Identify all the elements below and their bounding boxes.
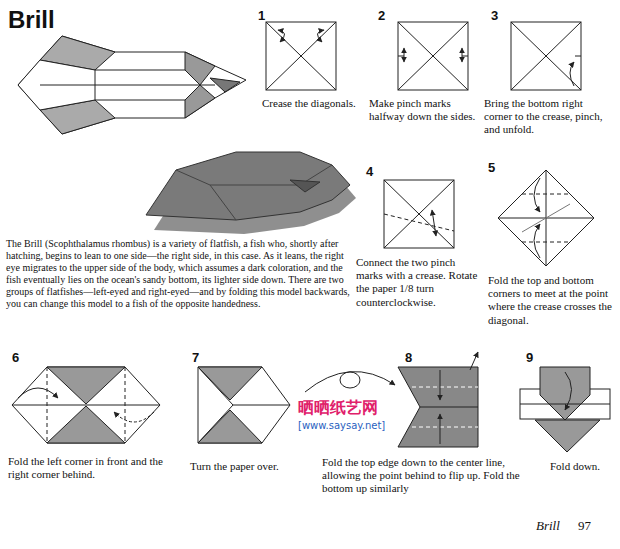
step-4-figure (384, 180, 454, 248)
page-title: Brill (8, 6, 55, 35)
step-3-figure (511, 22, 581, 90)
step-number: 2 (378, 8, 385, 24)
step-number: 5 (488, 160, 495, 176)
step-caption: Fold the top edge down to the center lin… (322, 456, 546, 496)
step-caption: Turn the paper over. (190, 460, 302, 473)
step-number: 3 (491, 8, 498, 24)
step-8-figure (398, 352, 478, 447)
description-paragraph: The Brill (Scophthalamus rhombus) is a v… (6, 238, 351, 310)
step-7-figure (198, 367, 290, 443)
step-number: 6 (12, 350, 19, 366)
step-caption: Make pinch marks halfway down the sides. (369, 97, 477, 123)
step-caption: Fold down. (550, 460, 616, 473)
step-caption: Bring the bottom right corner to the cre… (484, 97, 610, 137)
step-5-figure (498, 170, 594, 266)
turn-over-arrow (305, 372, 395, 392)
watermark-url: [www.saysay.net] (298, 420, 385, 432)
step-number: 1 (258, 8, 265, 24)
step-caption: Crease the diagonals. (262, 97, 362, 110)
fish-model-shaded (146, 152, 356, 234)
fish-model (18, 36, 246, 134)
step-caption: Fold the left corner in front and the ri… (8, 455, 186, 481)
step-1-figure (266, 22, 336, 90)
step-number: 4 (366, 164, 373, 180)
step-number: 9 (526, 350, 533, 366)
step-9-figure (520, 367, 610, 452)
step-caption: Fold the top and bottom corners to meet … (488, 274, 616, 327)
step-number: 7 (192, 350, 199, 366)
step-2-figure (398, 22, 468, 90)
watermark: 晒晒纸艺网 (298, 398, 378, 417)
step-number: 8 (405, 350, 412, 366)
step-6-figure (12, 367, 160, 443)
step-caption: Connect the two pinch marks with a creas… (356, 256, 482, 309)
footer-title: Brill (536, 518, 560, 534)
page-number: 97 (578, 518, 591, 534)
